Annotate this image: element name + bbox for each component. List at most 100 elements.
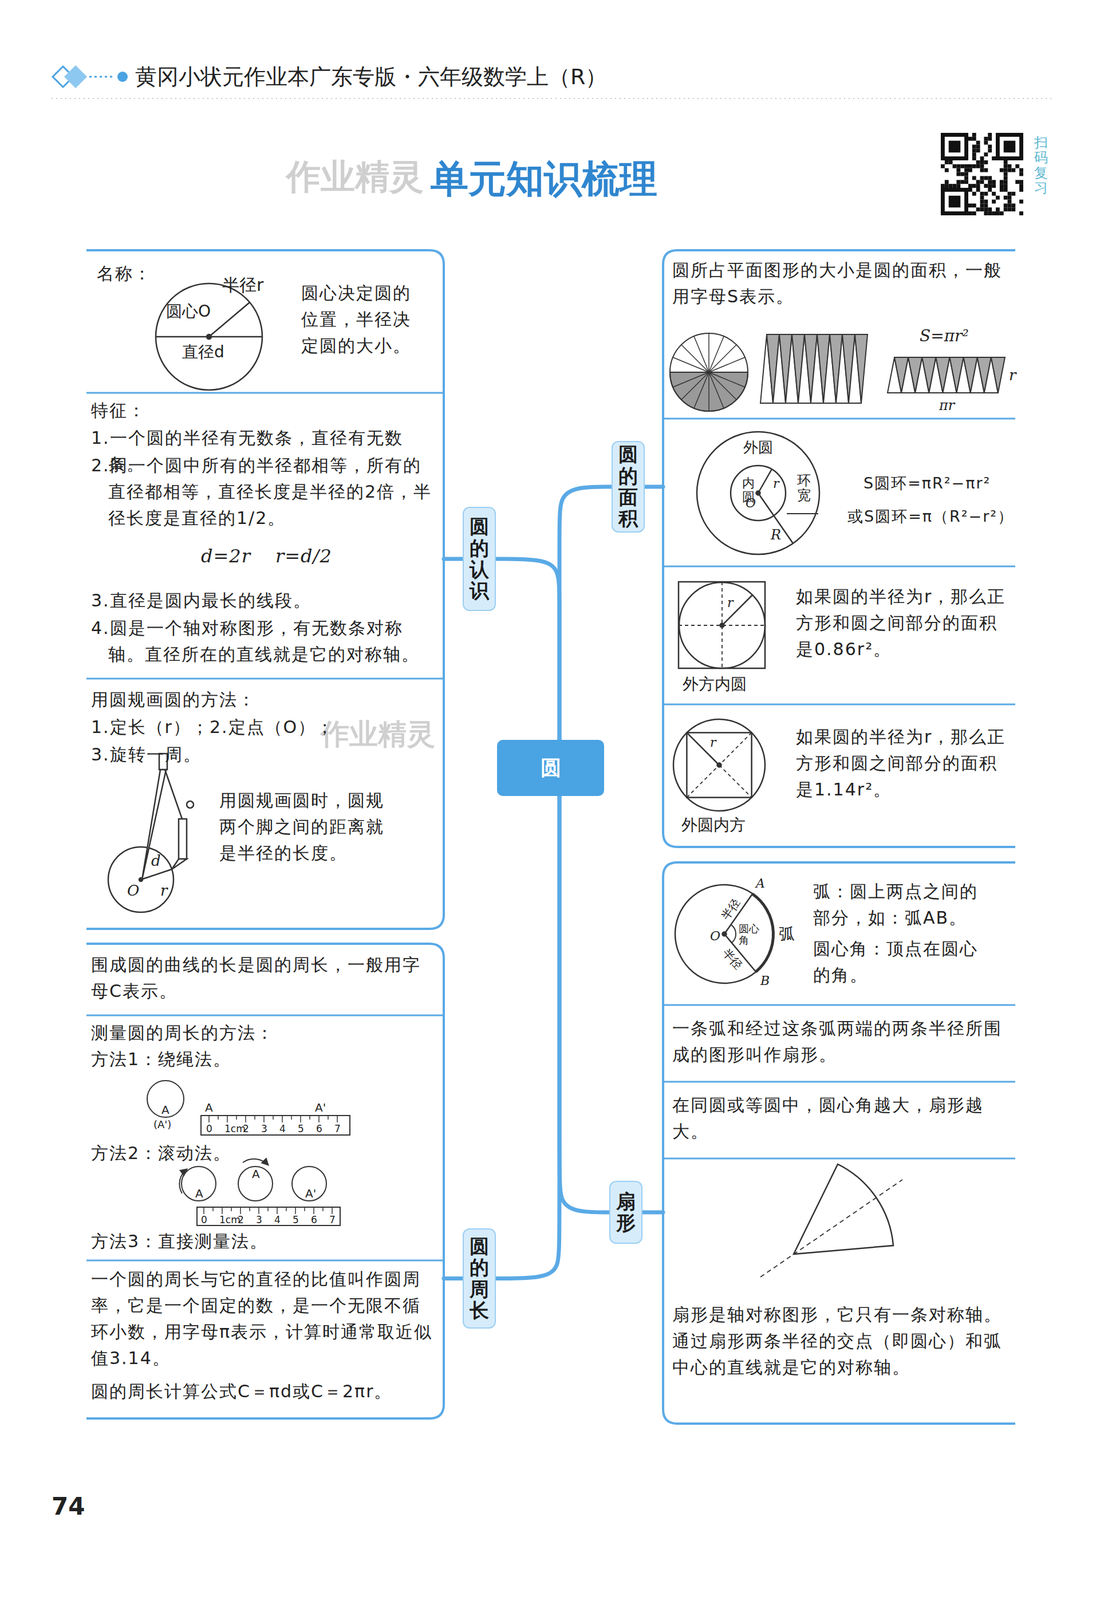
qr-code (1003, 164, 1008, 169)
figure-label: 弧 (778, 924, 795, 944)
branch-connector (495, 558, 560, 740)
panel-text: 4.圆是一个轴对称图形，有无数条对称轴。直径所在的直线就是它的对称轴。 (91, 614, 439, 668)
panel-text: 2.同一个圆中所有的半径都相等，所有的直径都相等，直径长度是半径的2倍，半径长度… (91, 452, 439, 532)
figure-label: 环宽 (797, 472, 811, 504)
qr-code (942, 134, 966, 159)
ruler-ticks (336, 1115, 338, 1123)
qr-code (942, 189, 966, 214)
qr-code (987, 144, 992, 149)
qr-code (956, 172, 961, 177)
qr-code (1019, 211, 1024, 216)
panel-text: 一条弧和经过这条弧两端的两条半径所围成的图形叫作扇形。 (672, 1015, 1011, 1068)
qr-code (999, 211, 1004, 216)
qr-code (964, 179, 969, 184)
figure-label: O (745, 495, 756, 511)
qr-code (1011, 203, 1016, 208)
qr-code (956, 183, 961, 188)
area-derivation-figure (672, 372, 709, 388)
qr-code (972, 136, 977, 141)
figure-label: A' (305, 1186, 317, 1201)
figure-label: A' (314, 1100, 326, 1115)
ruler-ticks (313, 1207, 315, 1214)
qr-code (991, 191, 996, 196)
qr-code (976, 183, 981, 188)
qr-code (980, 160, 985, 165)
qr-code (976, 207, 981, 212)
qr-code (983, 152, 988, 157)
panel-text: 方法1：绕绳法。 (91, 1046, 435, 1073)
arc-angle-figure (722, 932, 727, 937)
pi-panel: 一个圆的周长与它的直径的比值叫作圆周率，它是一个固定的数，是一个无限不循环小数，… (86, 1260, 444, 1419)
qr-code (1019, 187, 1024, 192)
area-derivation-figure (708, 344, 737, 373)
qr-code (987, 207, 992, 212)
arc-angle-figure (675, 884, 774, 984)
figure-label: 外方内圆 (682, 674, 747, 695)
arc-angle-figure (675, 884, 774, 984)
circle-parts-figure (206, 334, 212, 339)
qr-code (999, 179, 1004, 184)
panel-frame (663, 250, 1016, 847)
circumference-panel: 围成圆的曲线的长是圆的周长，一般用字母C表示。 (86, 943, 444, 1016)
node-label: 圆 (540, 754, 562, 783)
rolling-method-figure (292, 1166, 327, 1201)
ring-figure (786, 513, 819, 515)
qr-code (1003, 160, 1008, 165)
qr-code (980, 203, 985, 208)
figure-label: 3 (261, 1122, 268, 1135)
panel-text: 方法2：滚动法。 (91, 1140, 435, 1167)
area-derivation-figure (708, 372, 737, 400)
panel-text: 在同圆或等圆中，圆心角越大，扇形越大。 (672, 1091, 1011, 1145)
figure-label: 半径 (719, 945, 745, 973)
branch-node: 圆的周长 (462, 1228, 496, 1329)
qr-code (964, 168, 969, 173)
qr-code (999, 168, 1004, 173)
figure-label: r (160, 881, 168, 900)
panel-text: 圆所占平面图形的大小是圆的面积，一般用字母S表示。 (672, 257, 1011, 310)
area-derivation-figure (708, 372, 710, 412)
panel-text: 方法3：直接测量法。 (91, 1228, 435, 1255)
area-derivation-figure (669, 371, 709, 373)
qr-code (980, 199, 985, 204)
square-outside-circle-figure (678, 581, 766, 669)
qr-code (987, 136, 992, 141)
figure-label: O (127, 881, 140, 900)
figure-label: R (770, 526, 782, 544)
panel-frame (86, 1015, 444, 1261)
figure-label: S=πr² (919, 326, 969, 346)
ruler-ticks (212, 1207, 214, 1212)
rolling-method-figure (181, 1166, 216, 1201)
figure-label: d (151, 852, 161, 870)
ruler-ticks (208, 1115, 210, 1123)
qr-code (1019, 199, 1024, 204)
qr-code (968, 136, 973, 141)
qr-code (999, 183, 1004, 188)
ruler-ticks (203, 1115, 338, 1214)
qr-code (1007, 207, 1012, 212)
qr-code (972, 144, 977, 149)
rolling-method-figure (238, 1166, 273, 1201)
figure-label: 2 (242, 1122, 250, 1135)
panel-text: 圆的周长计算公式C＝πd或C＝2πr。 (91, 1378, 439, 1405)
rolling-method-figure (242, 1158, 268, 1165)
watermark: 作业精灵 (286, 155, 424, 197)
ruler-ticks (281, 1115, 283, 1123)
qr-code (983, 140, 988, 145)
rope-method-figure (147, 1080, 350, 1135)
ruler-ticks (322, 1207, 324, 1212)
rope-method-figure (200, 1115, 350, 1135)
qr-code (983, 168, 988, 173)
qr-code (983, 175, 988, 180)
panel-text: 特征： (91, 397, 435, 424)
sector-figure (793, 1164, 894, 1255)
qr-code (980, 156, 985, 161)
branch-node: 圆的认识 (462, 506, 496, 611)
qr-code (980, 195, 985, 200)
square-outside-circle-figure (678, 581, 766, 669)
ruler-ticks (258, 1207, 260, 1214)
qr-code (972, 132, 977, 137)
circle-parts-figure (209, 302, 250, 337)
qr-code (1003, 203, 1008, 208)
qr-code (944, 179, 949, 184)
area-derivation-figure (708, 371, 748, 373)
